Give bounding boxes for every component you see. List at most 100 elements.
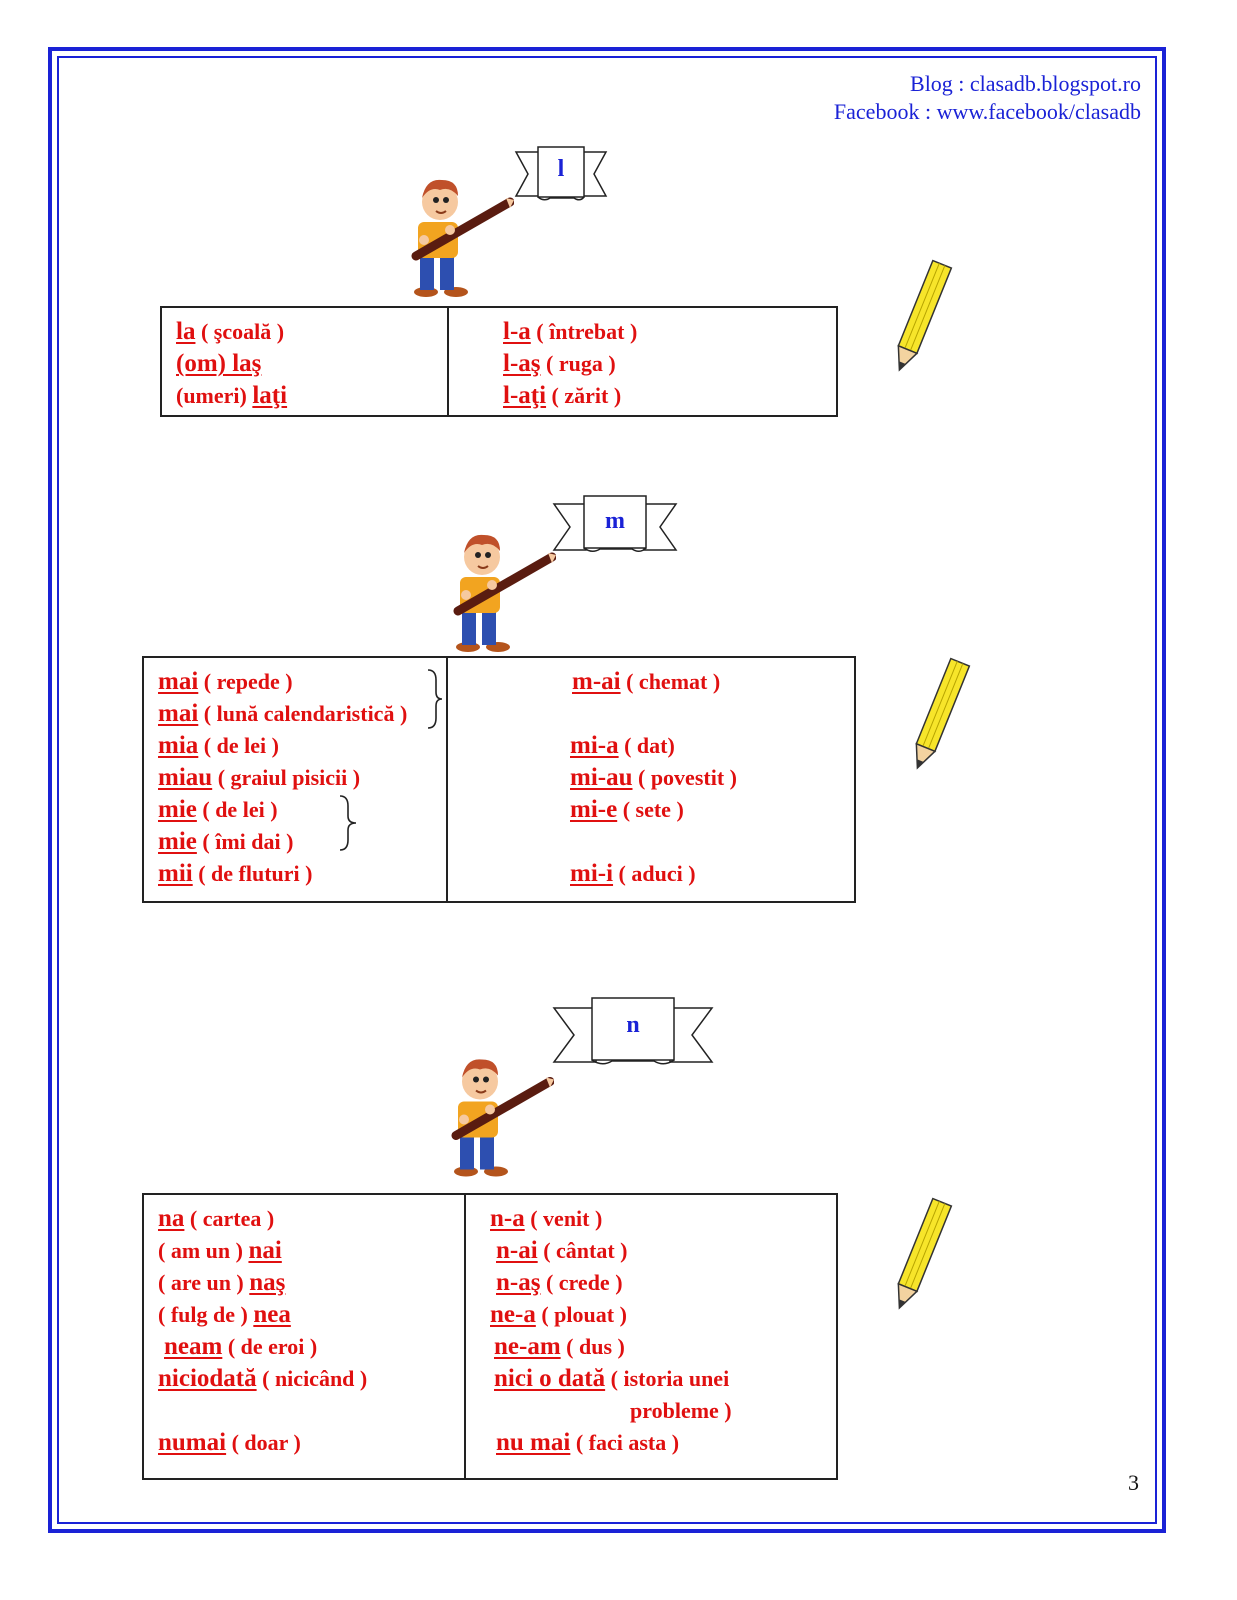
context-text: ( are un ) xyxy=(158,1270,250,1295)
context-text: ( de fluturi ) xyxy=(192,861,313,886)
context-text: ( şcoală ) xyxy=(195,319,285,344)
boy-with-pencil-icon xyxy=(451,1059,554,1177)
context-text: ( faci asta ) xyxy=(570,1430,680,1455)
target-word: na xyxy=(158,1205,185,1232)
word-entry: mi-i ( aduci ) xyxy=(570,858,696,890)
word-entry: mie ( îmi dai ) xyxy=(158,826,293,858)
page-border-outer xyxy=(48,47,1166,1533)
target-word: mai xyxy=(158,668,199,695)
target-word: la xyxy=(176,318,196,345)
target-word: mi-i xyxy=(570,860,614,887)
word-entry: numai ( doar ) xyxy=(158,1427,301,1459)
context-text: ( dus ) xyxy=(560,1334,625,1359)
target-word: mia xyxy=(158,732,199,759)
context-text: ( venit ) xyxy=(524,1206,603,1231)
context-text: ( crede ) xyxy=(540,1270,623,1295)
word-entry: ( fulg de ) nea xyxy=(158,1299,291,1331)
context-text: ( ruga ) xyxy=(540,351,616,376)
word-entry: mi-a ( dat) xyxy=(570,730,675,762)
ribbon-banner-icon xyxy=(514,146,608,201)
target-word: n-aş xyxy=(496,1269,541,1296)
context-text: ( sete ) xyxy=(617,797,684,822)
context-text: ( am un ) xyxy=(158,1238,249,1263)
word-entry: mi-au ( povestit ) xyxy=(570,762,737,794)
word-entry: mia ( de lei ) xyxy=(158,730,279,762)
ribbon-banner-icon xyxy=(552,997,714,1065)
target-word: ne-am xyxy=(494,1333,561,1360)
word-entry: nu mai ( faci asta ) xyxy=(496,1427,679,1459)
context-text: ( chemat ) xyxy=(620,669,721,694)
target-word: nea xyxy=(253,1301,291,1328)
target-word: miau xyxy=(158,764,213,791)
context-text: ( lună calendaristică ) xyxy=(198,701,408,726)
target-word: mii xyxy=(158,860,193,887)
yellow-pencil-icon xyxy=(897,1197,953,1310)
target-word: n-ai xyxy=(496,1237,538,1264)
word-entry: l-aţi ( zărit ) xyxy=(503,380,621,412)
context-text: ( nicicând ) xyxy=(256,1366,368,1391)
context-text: ( cartea ) xyxy=(184,1206,275,1231)
context-text: ( doar ) xyxy=(226,1430,301,1455)
section-l-letter: l xyxy=(557,156,565,182)
context-text: ( aduci ) xyxy=(613,861,696,886)
word-entry: mi-e ( sete ) xyxy=(570,794,684,826)
word-entry: ne-am ( dus ) xyxy=(494,1331,625,1363)
target-word: nai xyxy=(248,1237,282,1264)
section-m-table: mai ( repede )mai ( lună calendaristică … xyxy=(142,656,856,903)
right-brace-icon xyxy=(339,795,357,851)
target-word: naş xyxy=(249,1269,286,1296)
word-entry: mai ( repede ) xyxy=(158,666,293,698)
word-entry: nici o dată ( istoria unei xyxy=(494,1363,729,1395)
word-entry: mie ( de lei ) xyxy=(158,794,278,826)
context-text: ( fulg de ) xyxy=(158,1302,254,1327)
word-entry: ( am un ) nai xyxy=(158,1235,282,1267)
word-entry: mai ( lună calendaristică ) xyxy=(158,698,407,730)
target-word: mie xyxy=(158,828,197,855)
context-text: probleme ) xyxy=(630,1398,732,1423)
yellow-pencil-icon xyxy=(915,657,971,770)
word-entry: na ( cartea ) xyxy=(158,1203,274,1235)
target-word: l-a xyxy=(503,318,531,345)
context-text: ( întrebat ) xyxy=(530,319,638,344)
right-brace-icon xyxy=(427,669,443,729)
target-word: neam xyxy=(164,1333,223,1360)
word-entry: niciodată ( nicicând ) xyxy=(158,1363,367,1395)
word-entry: n-aş ( crede ) xyxy=(496,1267,623,1299)
context-text: (umeri) xyxy=(176,383,253,408)
word-entry: l-aş ( ruga ) xyxy=(503,348,616,380)
context-text: ( povestit ) xyxy=(632,765,737,790)
target-word: nu mai xyxy=(496,1429,571,1456)
context-text: ( repede ) xyxy=(198,669,293,694)
target-word: m-ai xyxy=(572,668,621,695)
context-text: ( de eroi ) xyxy=(222,1334,318,1359)
blog-link[interactable]: Blog : clasadb.blogspot.ro xyxy=(910,71,1141,96)
context-text: ( zărit ) xyxy=(546,383,622,408)
page-border-inner xyxy=(57,56,1157,1524)
target-word: mi-e xyxy=(570,796,618,823)
context-text: ( cântat ) xyxy=(537,1238,628,1263)
target-word: l-aţi xyxy=(503,382,547,409)
context-text: ( de lei ) xyxy=(196,797,278,822)
yellow-pencil-icon xyxy=(897,259,953,372)
target-word: niciodată xyxy=(158,1365,257,1392)
boy-with-pencil-icon xyxy=(453,534,556,652)
context-text: ( de lei ) xyxy=(198,733,279,758)
context-text: ( îmi dai ) xyxy=(196,829,294,854)
word-entry: neam ( de eroi ) xyxy=(164,1331,317,1363)
boy-with-pencil-icon xyxy=(411,179,514,297)
target-word: n-a xyxy=(490,1205,525,1232)
target-word: ne-a xyxy=(490,1301,536,1328)
word-entry: ne-a ( plouat ) xyxy=(490,1299,627,1331)
context-text: ( graiul pisicii ) xyxy=(212,765,361,790)
target-word: l-aş xyxy=(503,350,541,377)
word-entry: miau ( graiul pisicii ) xyxy=(158,762,360,794)
header: Blog : clasadb.blogspot.ro Facebook : ww… xyxy=(834,70,1141,126)
word-entry: n-a ( venit ) xyxy=(490,1203,602,1235)
section-n-letter: n xyxy=(626,1012,640,1038)
facebook-link[interactable]: Facebook : www.facebook/clasadb xyxy=(833,99,1141,124)
context-text: ( istoria unei xyxy=(605,1366,730,1391)
target-word: (om) laş xyxy=(176,350,262,377)
word-entry: ( are un ) naş xyxy=(158,1267,285,1299)
ribbon-banner-icon xyxy=(552,495,678,552)
word-entry: (om) laş xyxy=(176,348,261,380)
